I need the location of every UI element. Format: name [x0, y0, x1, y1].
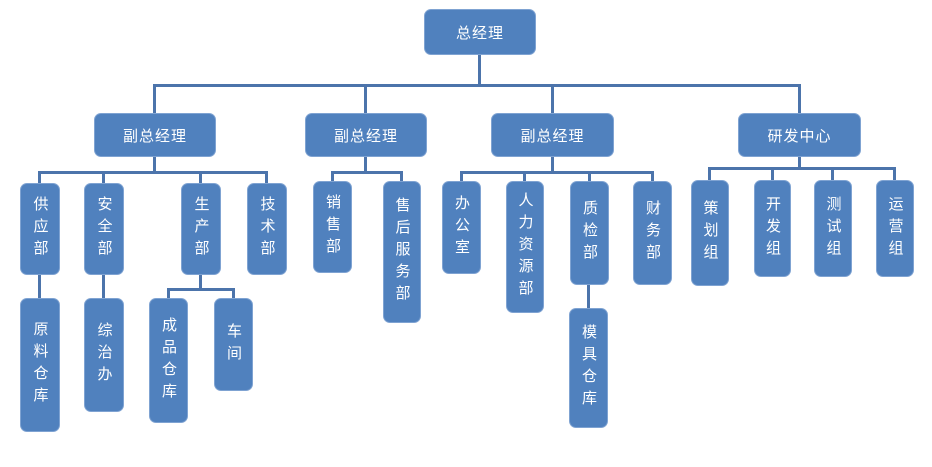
- connector-trunk: [153, 84, 801, 87]
- node-label: 成品仓库: [160, 316, 178, 405]
- node-production-dept[interactable]: 生产部: [181, 183, 221, 275]
- node-label: 原料仓库: [31, 321, 50, 409]
- node-label: 安全部: [95, 196, 114, 262]
- node-label: 总经理: [455, 23, 504, 42]
- node-label: 开发组: [764, 195, 782, 262]
- node-label: 测试组: [824, 195, 843, 262]
- node-label: 模具仓库: [580, 324, 598, 412]
- node-finance-dept[interactable]: 财务部: [633, 181, 672, 285]
- node-mold-warehouse[interactable]: 模具仓库: [569, 308, 608, 428]
- node-office[interactable]: 办公室: [442, 181, 481, 274]
- connector-drop-supply: [38, 171, 41, 183]
- connector-drop-hr: [523, 171, 526, 181]
- node-label: 副总经理: [122, 126, 187, 145]
- node-vice-general-manager-2[interactable]: 副总经理: [305, 113, 427, 157]
- connector-root-stem: [478, 55, 481, 85]
- connector-group1-bar: [38, 171, 268, 174]
- node-label: 财务部: [644, 200, 662, 266]
- connector-drop-ops: [893, 167, 896, 180]
- node-label: 综治办: [95, 322, 114, 388]
- node-label: 技术部: [258, 196, 277, 262]
- connector-production-stem: [199, 275, 202, 289]
- connector-drop-finance: [651, 171, 654, 181]
- connector-rnd-stem: [798, 157, 801, 168]
- connector-drop-office: [460, 171, 463, 181]
- node-workshop[interactable]: 车间: [214, 298, 253, 391]
- node-label: 运营组: [886, 195, 905, 262]
- connector-drop-vp2: [364, 84, 367, 113]
- node-label: 人力资源部: [516, 192, 535, 302]
- connector-drop-finishedwh: [167, 288, 170, 298]
- node-supply-dept[interactable]: 供应部: [20, 183, 60, 275]
- connector-production-bar: [167, 288, 235, 291]
- connector-group4-bar: [708, 167, 896, 170]
- node-raw-material-warehouse[interactable]: 原料仓库: [20, 298, 60, 432]
- node-safety-dept[interactable]: 安全部: [84, 183, 124, 275]
- node-label: 办公室: [453, 194, 471, 261]
- connector-group3-bar: [460, 171, 654, 174]
- node-planning-group[interactable]: 策划组: [691, 180, 729, 286]
- connector-drop-vp1: [153, 84, 156, 113]
- node-label: 销售部: [324, 194, 342, 260]
- connector-vp1-stem: [153, 157, 156, 172]
- node-label: 副总经理: [333, 126, 398, 145]
- connector-drop-aftersales: [400, 171, 403, 181]
- connector-qc-moldwh: [587, 285, 590, 308]
- connector-drop-production: [199, 171, 202, 183]
- connector-drop-workshop: [232, 288, 235, 298]
- node-rd-center[interactable]: 研发中心: [738, 113, 861, 157]
- node-label: 策划组: [701, 200, 720, 266]
- node-label: 副总经理: [520, 126, 585, 145]
- node-label: 车间: [225, 322, 243, 367]
- node-technology-dept[interactable]: 技术部: [247, 183, 287, 275]
- node-label: 供应部: [31, 196, 50, 262]
- node-after-sales-service-dept[interactable]: 售后服务部: [383, 181, 421, 323]
- node-operations-group[interactable]: 运营组: [876, 180, 914, 277]
- connector-safety-zhizhi: [102, 275, 105, 298]
- connector-drop-planning: [708, 167, 711, 180]
- connector-drop-dev: [771, 167, 774, 180]
- node-development-group[interactable]: 开发组: [754, 180, 791, 277]
- node-quality-inspection-dept[interactable]: 质检部: [570, 181, 609, 285]
- connector-supply-rawwh: [38, 275, 41, 298]
- connector-drop-rnd: [798, 84, 801, 113]
- node-vice-general-manager-1[interactable]: 副总经理: [94, 113, 216, 157]
- node-testing-group[interactable]: 测试组: [814, 180, 852, 277]
- node-vice-general-manager-3[interactable]: 副总经理: [491, 113, 614, 157]
- node-general-manager[interactable]: 总经理: [424, 9, 536, 55]
- node-hr-dept[interactable]: 人力资源部: [506, 181, 544, 313]
- connector-drop-qc: [588, 171, 591, 181]
- connector-drop-vp3: [551, 84, 554, 113]
- node-label: 质检部: [581, 200, 599, 266]
- connector-drop-tech: [265, 171, 268, 183]
- connector-drop-sales: [331, 171, 334, 181]
- connector-group2-bar: [331, 171, 403, 174]
- connector-vp2-stem: [364, 157, 367, 172]
- node-label: 售后服务部: [393, 197, 412, 307]
- node-comprehensive-mgmt-office[interactable]: 综治办: [84, 298, 124, 412]
- node-label: 研发中心: [767, 126, 832, 145]
- node-label: 生产部: [192, 196, 211, 262]
- node-sales-dept[interactable]: 销售部: [313, 181, 352, 273]
- connector-drop-safety: [102, 171, 105, 183]
- connector-drop-test: [831, 167, 834, 180]
- node-finished-goods-warehouse[interactable]: 成品仓库: [149, 298, 188, 423]
- connector-vp3-stem: [551, 157, 554, 172]
